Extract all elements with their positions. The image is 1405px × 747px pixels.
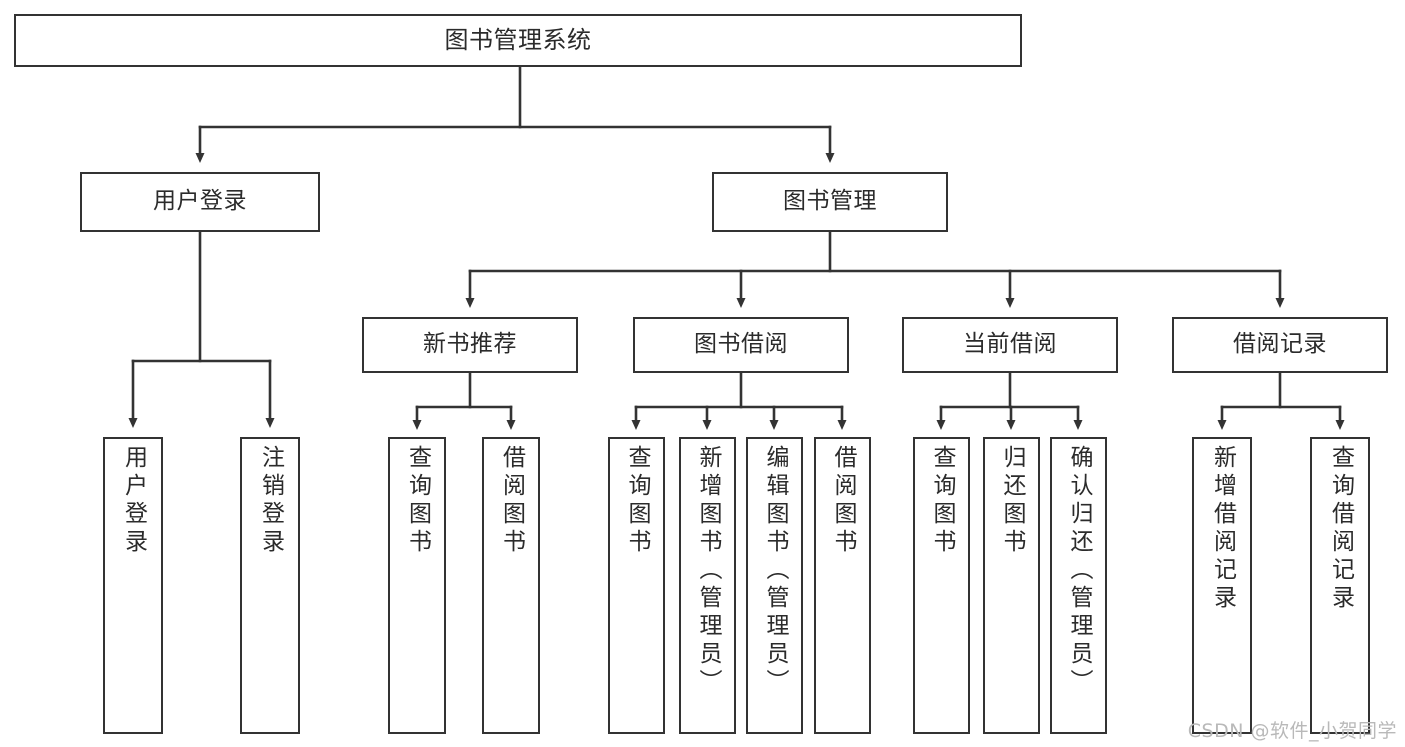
node-leaf-query-borrow-record[interactable]: 查询借阅记录: [1310, 437, 1370, 734]
node-leaf-label: 新增图书（管理员）: [695, 445, 721, 697]
watermark: CSDN @软件_小贺同学: [1187, 720, 1397, 742]
node-leaf-edit-book-admin[interactable]: 编辑图书（管理员）: [746, 437, 803, 734]
node-leaf-add-borrow-record[interactable]: 新增借阅记录: [1192, 437, 1252, 734]
node-leaf-label: 注销登录: [257, 445, 284, 557]
node-book-borrow[interactable]: 图书借阅: [633, 317, 849, 373]
node-leaf-label: 查询图书: [404, 445, 431, 557]
node-leaf-query-book-borrow[interactable]: 查询图书: [608, 437, 665, 734]
node-current-borrow[interactable]: 当前借阅: [902, 317, 1118, 373]
node-leaf-confirm-return-admin[interactable]: 确认归还（管理员）: [1050, 437, 1107, 734]
node-leaf-query-book-current[interactable]: 查询图书: [913, 437, 970, 734]
node-root[interactable]: 图书管理系统: [14, 14, 1022, 67]
node-leaf-label: 借阅图书: [498, 445, 525, 557]
node-borrow-record[interactable]: 借阅记录: [1172, 317, 1388, 373]
node-leaf-add-book-admin[interactable]: 新增图书（管理员）: [679, 437, 736, 734]
node-user-login[interactable]: 用户登录: [80, 172, 320, 232]
node-new-book-recommend[interactable]: 新书推荐: [362, 317, 578, 373]
node-leaf-label: 查询图书: [929, 445, 955, 557]
node-leaf-user-login[interactable]: 用户登录: [103, 437, 163, 734]
node-leaf-user-logout[interactable]: 注销登录: [240, 437, 300, 734]
node-book-manage[interactable]: 图书管理: [712, 172, 948, 232]
node-leaf-return-book[interactable]: 归还图书: [983, 437, 1040, 734]
node-leaf-label: 用户登录: [120, 445, 147, 557]
node-leaf-label: 归还图书: [999, 445, 1025, 557]
node-leaf-label: 借阅图书: [830, 445, 856, 557]
node-leaf-borrow-book-rec[interactable]: 借阅图书: [482, 437, 540, 734]
node-leaf-label: 确认归还（管理员）: [1066, 445, 1092, 697]
node-leaf-borrow-book[interactable]: 借阅图书: [814, 437, 871, 734]
node-leaf-label: 新增借阅记录: [1209, 445, 1236, 613]
node-leaf-label: 查询图书: [624, 445, 650, 557]
node-leaf-label: 编辑图书（管理员）: [762, 445, 788, 697]
node-leaf-label: 查询借阅记录: [1327, 445, 1354, 613]
node-leaf-query-book-rec[interactable]: 查询图书: [388, 437, 446, 734]
